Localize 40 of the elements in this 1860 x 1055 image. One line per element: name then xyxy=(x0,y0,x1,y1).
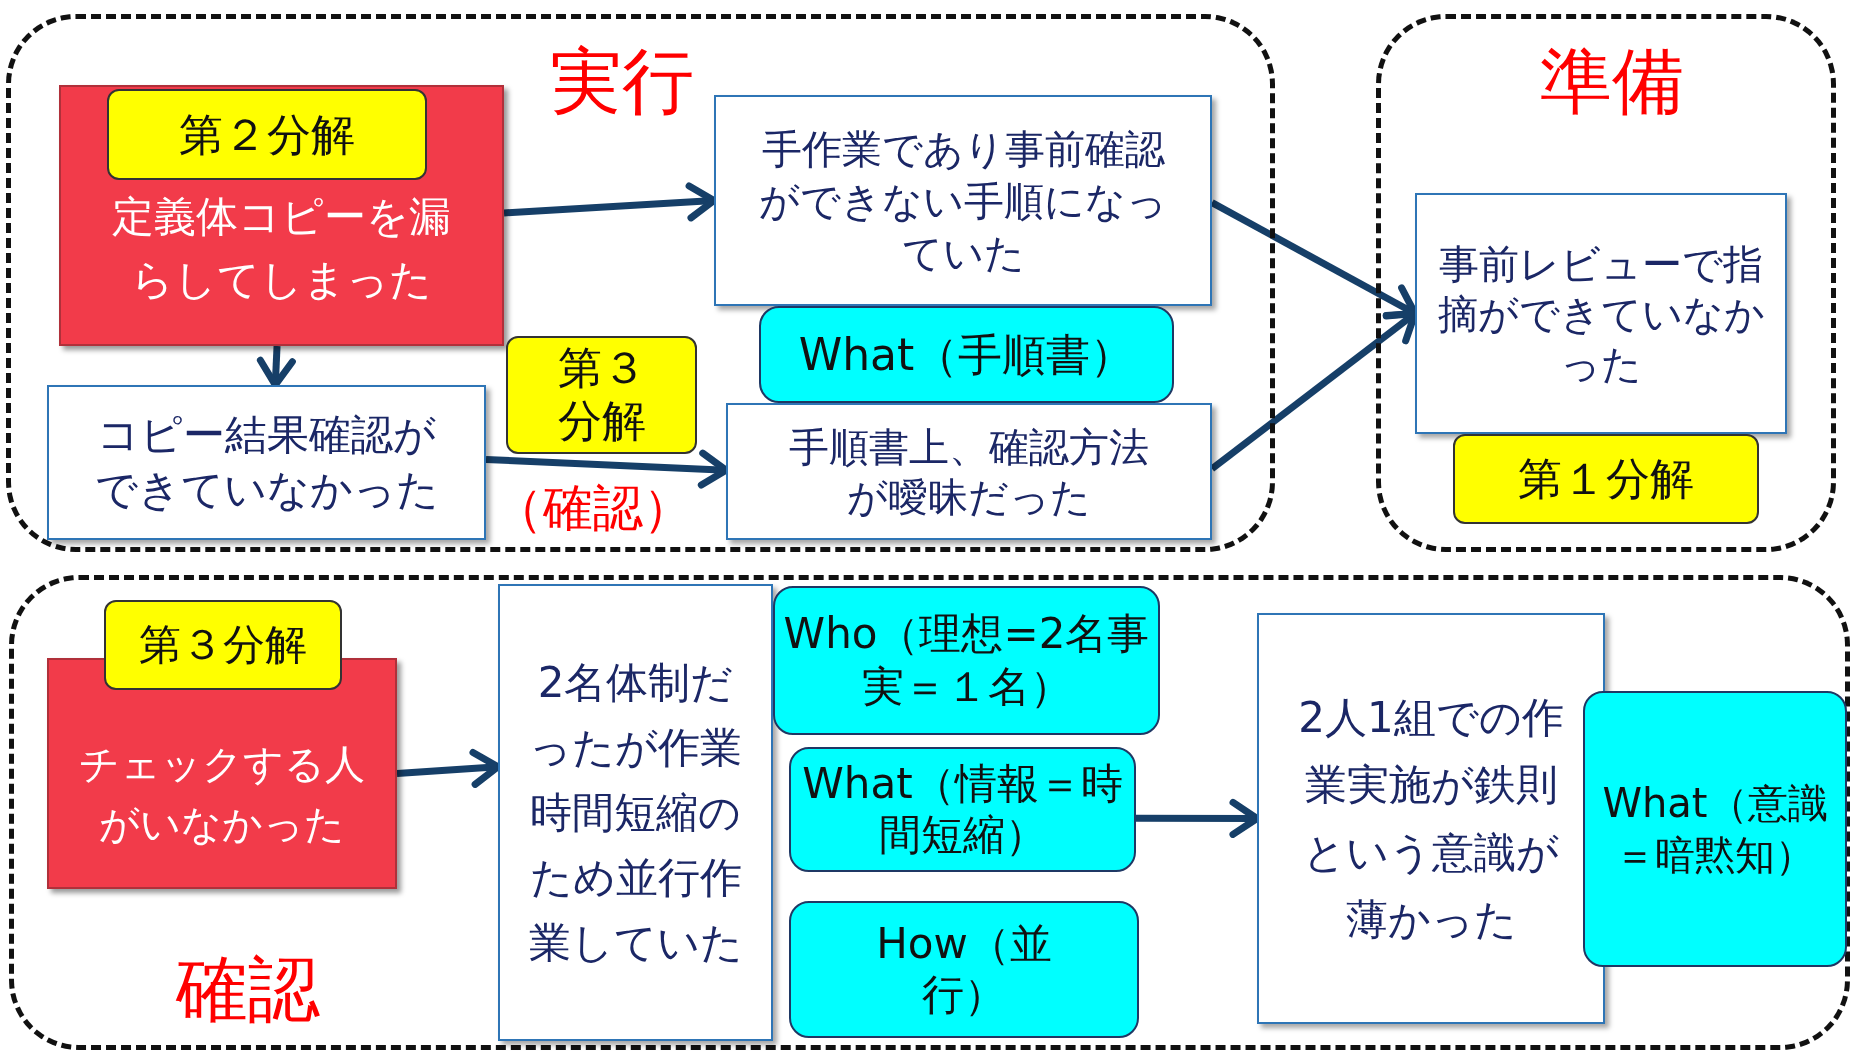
dashed-region xyxy=(9,575,1850,1050)
badge-label: 第２分解 xyxy=(179,107,355,162)
tag-label: How（並行） xyxy=(875,919,1053,1020)
level-badge xyxy=(506,336,697,454)
box-text: 事前レビューで指摘ができていなかった xyxy=(1436,239,1766,389)
box-text: 定義体コピーを漏らしてしまった xyxy=(111,191,452,306)
box-text: 2人1組での作業実施が鉄則という意識が薄かった xyxy=(1297,692,1565,946)
tag-label: What（手順書） xyxy=(798,327,1135,382)
process-box xyxy=(1415,193,1787,434)
cause-box xyxy=(59,85,504,346)
region-heading: 確認 xyxy=(176,946,320,1033)
dashed-region xyxy=(6,14,1275,552)
box-text: 手作業であり事前確認ができない手順になっていた xyxy=(758,124,1168,278)
box-text: 手順書上、確認方法が曖昧だった xyxy=(788,422,1150,522)
box-text: 2名体制だったが作業時間短縮のため並行作業していた xyxy=(527,656,744,970)
tag-label: Who（理想=2名事実＝１名） xyxy=(782,608,1151,713)
region-heading: 準備 xyxy=(1540,38,1684,125)
category-tag xyxy=(789,747,1136,872)
process-box xyxy=(726,403,1212,540)
badge-label: 第１分解 xyxy=(1518,452,1694,507)
edge-label: （確認） xyxy=(493,477,693,539)
process-box xyxy=(714,95,1212,306)
category-tag xyxy=(1583,691,1847,967)
level-badge xyxy=(1453,434,1759,524)
dashed-region xyxy=(1376,14,1836,552)
level-badge xyxy=(107,89,427,180)
tag-label: What（情報＝時間短縮） xyxy=(801,759,1124,860)
category-tag xyxy=(789,901,1139,1038)
process-box xyxy=(47,385,486,540)
category-tag xyxy=(759,306,1174,403)
process-box xyxy=(498,584,773,1041)
category-tag xyxy=(773,586,1160,735)
level-badge xyxy=(104,600,342,690)
tag-label: What（意識＝暗黙知） xyxy=(1601,779,1829,880)
badge-label: 第３分解 xyxy=(556,342,647,448)
box-text: コピー結果確認ができていなかった xyxy=(93,408,440,516)
region-heading: 実行 xyxy=(550,38,694,125)
box-text: チェックする人がいなかった xyxy=(78,739,366,849)
badge-label: 第３分解 xyxy=(139,618,307,671)
process-box xyxy=(1257,613,1605,1024)
